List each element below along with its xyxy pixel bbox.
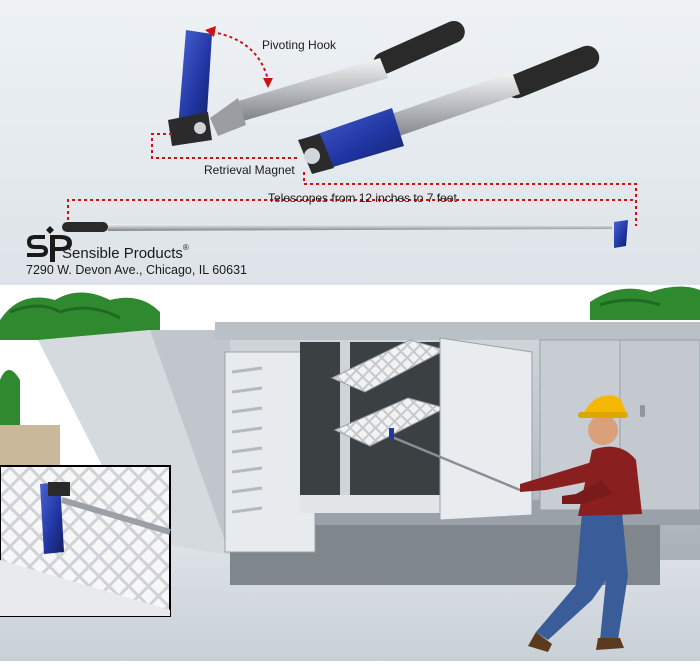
label-retrieval-magnet: Retrieval Magnet: [204, 163, 295, 177]
pivot-arrow: [211, 31, 269, 81]
trees: [0, 286, 700, 425]
worker: [520, 395, 642, 652]
brick-wall: [0, 425, 60, 470]
telescope-callout-line: [67, 199, 636, 220]
label-pivoting-hook: Pivoting Hook: [262, 38, 337, 52]
hvac-unit: [38, 322, 700, 585]
hook-head: [168, 30, 212, 146]
label-telescopes: Telescopes from 12 inches to 7 feet: [268, 191, 457, 205]
tool-in-use: [391, 435, 521, 492]
brand-address: 7290 W. Devon Ave., Chicago, IL 60631: [26, 263, 247, 277]
brand-name-text: Sensible Products: [62, 245, 183, 262]
tool-with-hook: [168, 20, 465, 146]
tool-with-magnet: [298, 45, 600, 174]
brand-name: Sensible Products®: [62, 243, 189, 262]
extended-tool: [62, 220, 628, 248]
registered-mark: ®: [182, 243, 189, 252]
detail-inset: [0, 465, 171, 617]
brand-logo: [27, 226, 72, 262]
cabinet-door: [439, 337, 533, 521]
magnet-callout-line: [151, 133, 300, 159]
